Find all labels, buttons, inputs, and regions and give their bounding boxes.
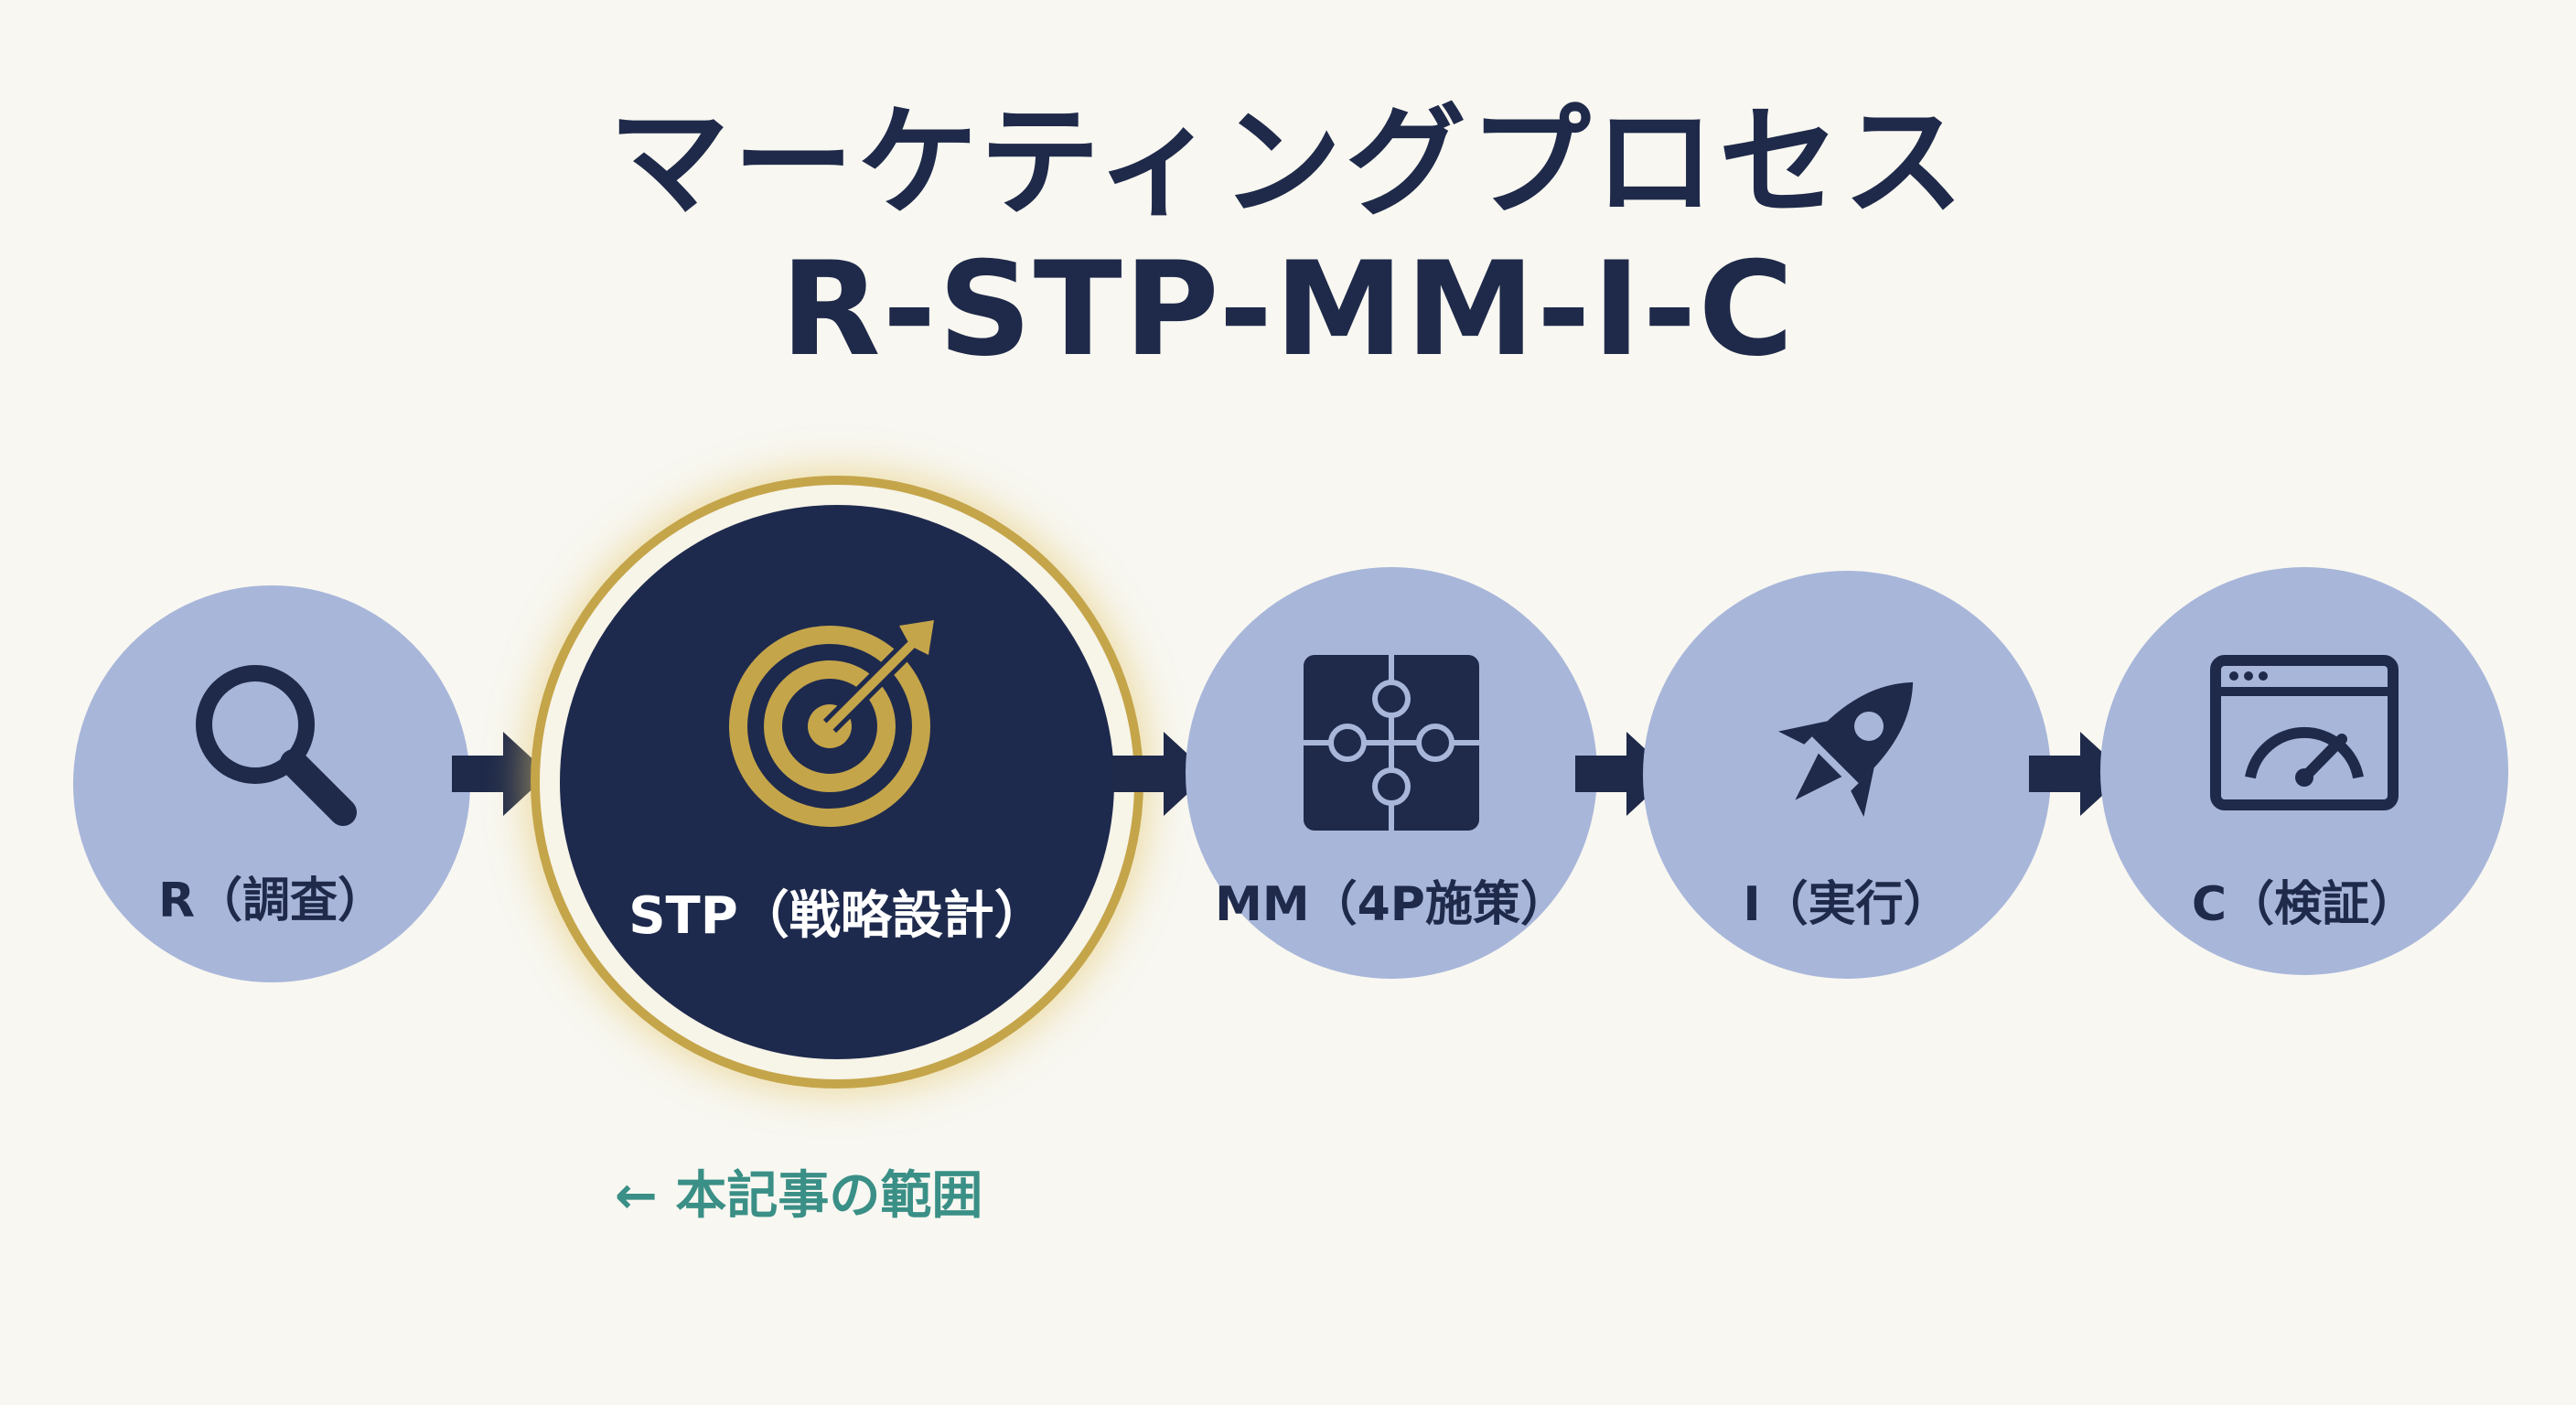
page-subtitle: R-STP-MM-I-C	[780, 234, 1796, 385]
step-label: STP（戦略設計）	[628, 886, 1046, 946]
magnifier-icon	[196, 665, 357, 826]
step-stp: STP（戦略設計）	[540, 485, 1134, 1079]
step-label: MM（4P施策）	[1215, 877, 1568, 932]
step-research: R（調査）	[73, 585, 470, 982]
arrow-right-icon	[452, 732, 549, 816]
dashboard-icon	[2210, 655, 2399, 810]
step-label: R（調査）	[157, 874, 386, 928]
step-control: C（検証）	[2100, 567, 2508, 975]
target-icon	[729, 620, 934, 827]
rocket-icon	[1778, 681, 1914, 817]
step-label: C（検証）	[2191, 877, 2418, 932]
page-title: マーケティングプロセス	[608, 92, 1968, 233]
arrow-right-icon	[1112, 732, 1209, 816]
step-implementation: I（実行）	[1643, 571, 2051, 979]
step-marketing-mix: MM（4P施策）	[1186, 567, 1597, 979]
puzzle-icon	[1304, 655, 1479, 831]
scope-note: ← 本記事の範囲	[615, 1166, 983, 1226]
step-label: I（実行）	[1743, 877, 1951, 932]
